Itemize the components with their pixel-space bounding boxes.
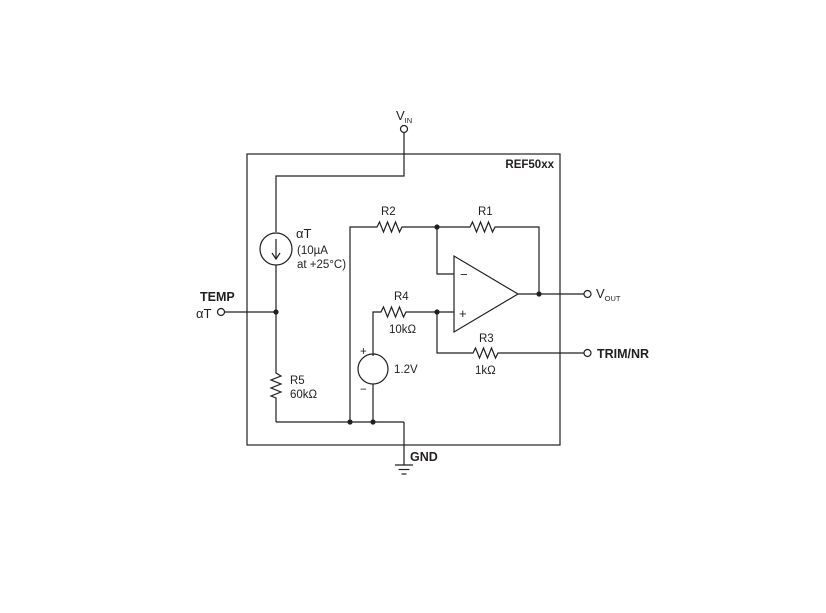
r2-feedback-wire [349,226,374,422]
current-source-arrow-head [271,252,281,261]
r3-name: R3 [479,333,494,345]
vin-label-main: V [396,108,405,123]
reference-plus-sign: + [360,346,367,358]
r3-value: 1kΩ [475,365,496,377]
r1-to-output-wire [498,226,540,294]
trim-terminal [583,348,592,358]
temp-pin-name: TEMP [200,290,235,304]
r3-wire [436,312,470,354]
temp-pin-symbol: αT [196,306,212,321]
vin-label: VIN [396,108,412,125]
vout-label-main: V [596,286,605,301]
r4-reference-wire [372,311,378,356]
temp-terminal [216,307,226,317]
r4-name: R4 [394,291,409,303]
vout-label: VOUT [596,286,621,303]
vin-terminal [399,124,409,134]
r4-value: 10kΩ [389,324,417,336]
r4-resistor [378,305,409,319]
current-source-symbol: αT [296,226,312,241]
opamp-noninverting-sign: + [459,306,467,321]
r1-resistor [467,220,498,234]
r2-name: R2 [381,206,396,218]
vout-label-sub: OUT [605,294,621,303]
r1-name: R1 [478,206,493,218]
opamp-symbol [453,254,520,334]
gnd-label: GND [410,450,438,464]
vout-terminal [583,289,592,299]
r5-name: R5 [290,375,305,387]
vin-wire [275,132,405,232]
current-source-line1: (10µA [297,245,328,257]
r3-resistor [470,346,501,360]
current-source-line2: at +25°C) [297,259,346,271]
trim-label: TRIM/NR [597,347,649,361]
reference-value: 1.2V [394,364,418,376]
vin-label-sub: IN [405,116,413,125]
inverting-input-wire [436,227,454,275]
output-junction [536,291,542,297]
voltage-reference-source [357,353,389,385]
r5-value: 60kΩ [290,389,318,401]
r5-resistor [269,370,283,422]
reference-minus-sign: − [360,384,367,396]
opamp-inverting-sign: − [460,267,468,282]
r2-resistor [374,220,405,234]
chip-name: REF50xx [505,159,554,171]
